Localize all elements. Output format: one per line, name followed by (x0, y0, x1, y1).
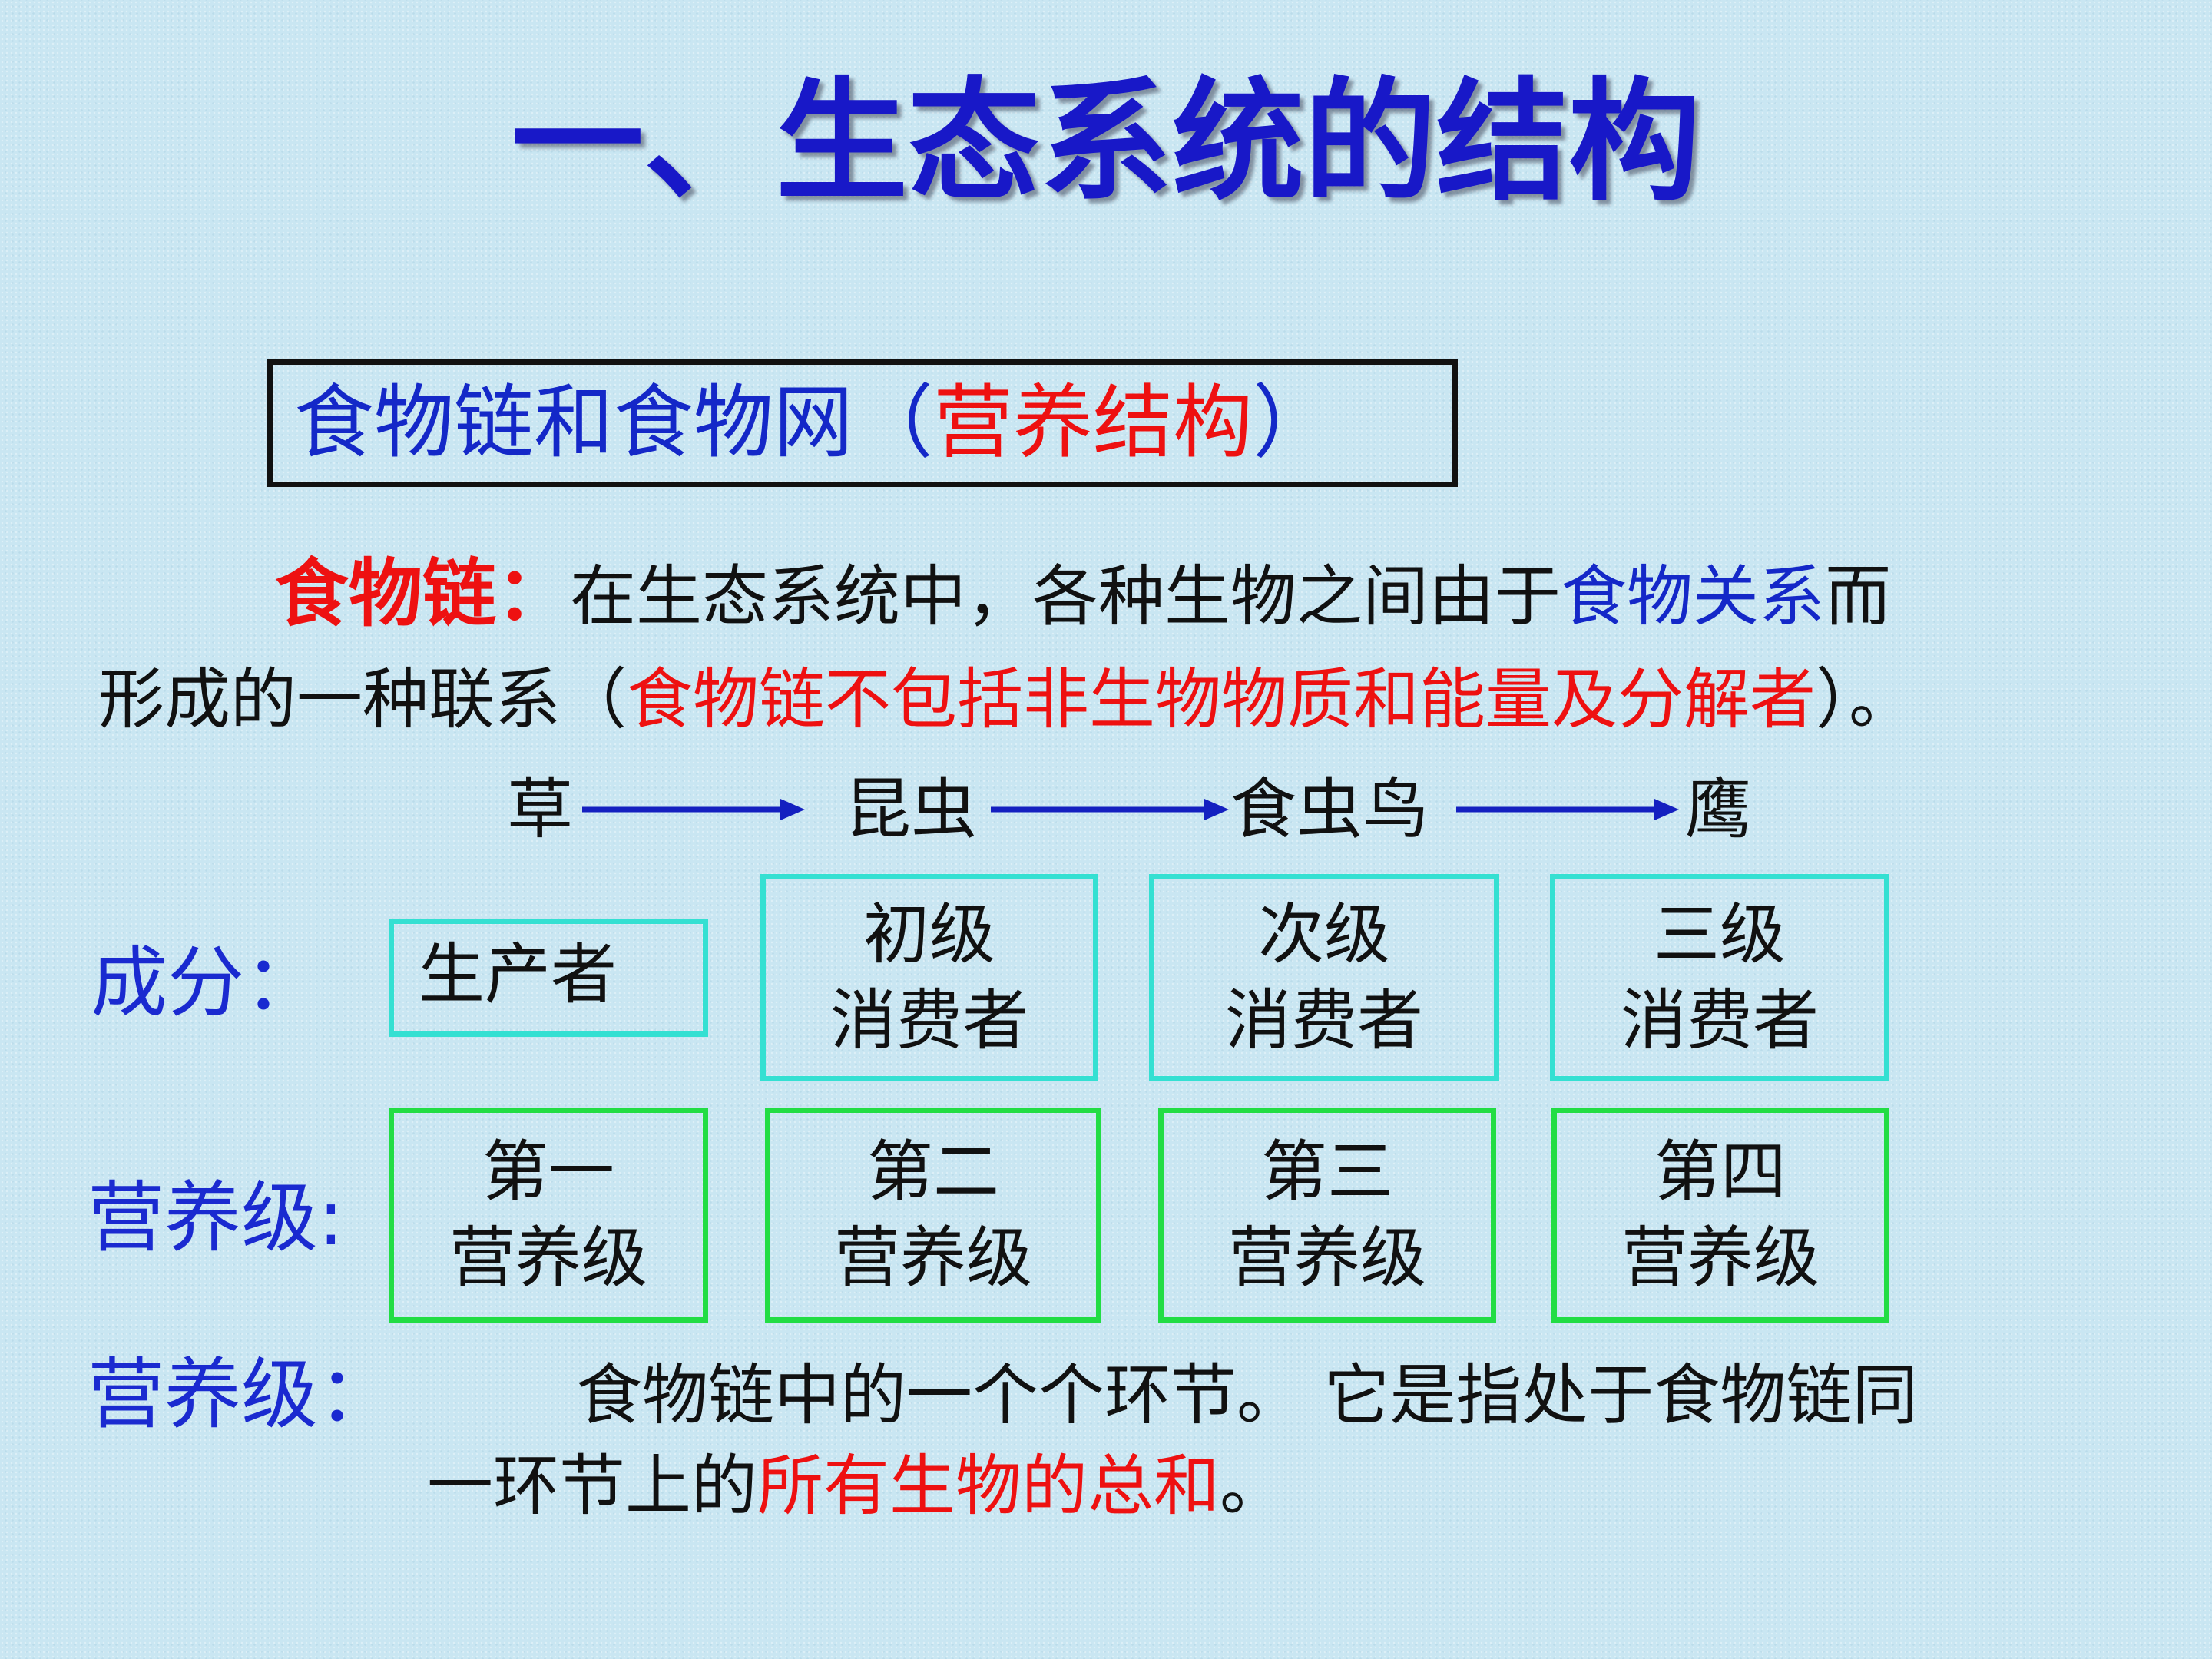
component-box-secondary: 次级 消费者 (1149, 874, 1499, 1081)
trophic-level-line: 营养级 (1621, 1220, 1820, 1296)
definition-term: 食物链： (275, 551, 570, 637)
component-box-line: 消费者 (830, 982, 1028, 1059)
definition-line-1: 食物链：在生态系统中，各种生物之间由于食物关系而 (275, 551, 1891, 639)
trophic-level-box-3: 第三 营养级 (1158, 1108, 1496, 1323)
heading-suffix: ） (1253, 376, 1333, 469)
section-heading: 食物链和食物网（营养结构） (267, 359, 1458, 487)
definition-highlight-2: 食物链不包括非生物物质和能量及分解者 (627, 661, 1816, 738)
note-text-3: 。 (1220, 1448, 1286, 1525)
trophic-level-line: 第三 (1261, 1134, 1393, 1210)
note-line-1: 食物链中的一个个环节。 它是指处于食物链同 (576, 1357, 1919, 1434)
heading-highlight: 营养结构 (933, 376, 1253, 469)
component-box-primary: 初级 消费者 (760, 874, 1098, 1081)
component-box-tertiary: 三级 消费者 (1550, 874, 1889, 1081)
definition-text-2: 而 (1825, 558, 1891, 635)
trophic-level-line: 第一 (482, 1134, 614, 1210)
component-box-line: 消费者 (1225, 982, 1423, 1059)
definition-line-2: 形成的一种联系（食物链不包括非生物物质和能量及分解者）。 (98, 657, 1915, 742)
chain-arrow-1 (582, 799, 805, 820)
chain-arrow-3 (1456, 799, 1679, 820)
definition-highlight-1: 食物关系 (1561, 558, 1825, 635)
chain-arrow-2 (991, 799, 1229, 820)
trophic-level-line: 营养级 (834, 1220, 1032, 1296)
note-line-2: 一环节上的所有生物的总和。 (427, 1444, 1286, 1528)
component-box-producer: 生产者 (389, 919, 708, 1037)
component-box-line: 生产者 (419, 936, 617, 1013)
trophic-levels-label: 营养级: (88, 1173, 344, 1263)
component-box-line: 消费者 (1621, 982, 1819, 1059)
components-label: 成分： (91, 938, 321, 1028)
chain-item-insect: 昆虫 (845, 771, 977, 848)
trophic-level-box-4: 第四 营养级 (1551, 1108, 1889, 1323)
note-highlight: 所有生物的总和 (757, 1448, 1220, 1525)
chain-item-eagle: 鹰 (1685, 771, 1751, 848)
definition-text-1: 在生态系统中，各种生物之间由于 (570, 558, 1561, 635)
definition-text-3: 形成的一种联系（ (98, 661, 627, 738)
trophic-level-line: 营养级 (449, 1220, 647, 1296)
trophic-level-box-1: 第一 营养级 (389, 1108, 708, 1323)
trophic-level-line: 营养级 (1228, 1220, 1426, 1296)
definition-text-4: ）。 (1816, 661, 1915, 738)
trophic-level-line: 第二 (867, 1134, 999, 1210)
component-box-line: 次级 (1258, 896, 1390, 973)
heading-prefix: 食物链和食物网（ (294, 376, 934, 469)
page-title: 一、生态系统的结构 (512, 65, 1700, 219)
note-label: 营养级： (88, 1349, 395, 1439)
chain-item-bird: 食虫鸟 (1230, 771, 1429, 848)
chain-item-grass: 草 (507, 771, 573, 848)
component-box-line: 初级 (863, 896, 995, 973)
component-box-line: 三级 (1654, 896, 1786, 973)
note-text-2: 一环节上的 (427, 1448, 757, 1525)
trophic-level-box-2: 第二 营养级 (765, 1108, 1101, 1323)
trophic-level-line: 第四 (1654, 1134, 1786, 1210)
